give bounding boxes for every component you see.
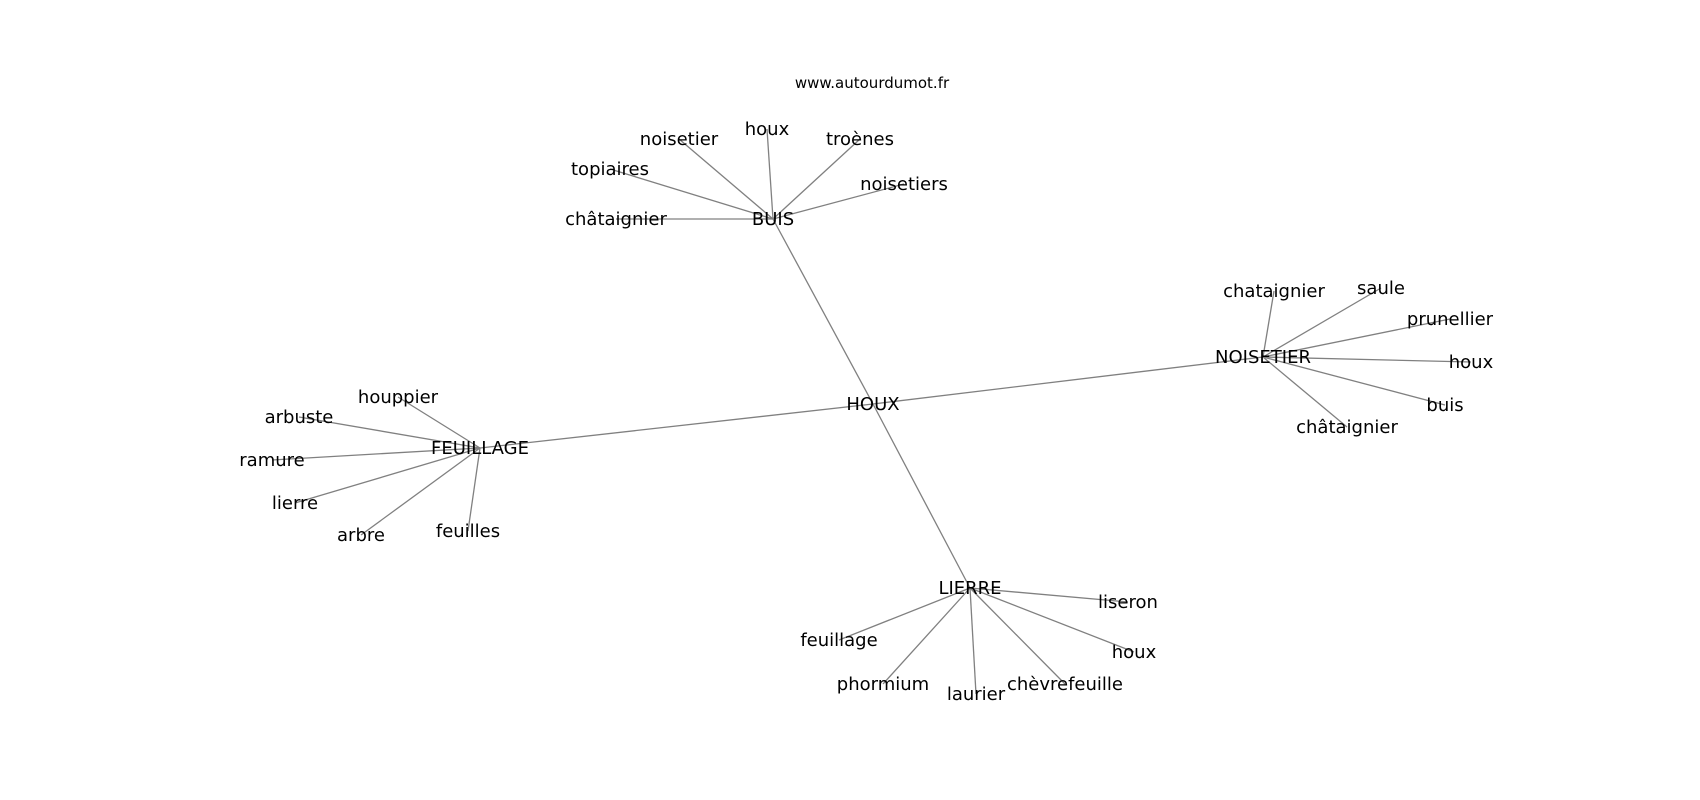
- edge-feuillage-leaf: [467, 447, 481, 532]
- leaf-node-label[interactable]: houppier: [358, 387, 439, 408]
- leaf-node-label[interactable]: noisetiers: [860, 174, 948, 195]
- leaf-node-label[interactable]: arbre: [337, 525, 385, 546]
- edge-buis-leaf: [772, 138, 861, 220]
- edge-center-noisetier: [872, 356, 1264, 405]
- edge-buis-leaf: [766, 128, 774, 220]
- edge-buis-leaf: [772, 183, 905, 220]
- edge-noisetier-leaf: [1262, 356, 1348, 428]
- edge-lierre-leaf: [969, 587, 1129, 603]
- edge-lierre-leaf: [969, 587, 1066, 685]
- edge-lierre-leaf: [969, 587, 977, 695]
- edge-noisetier-leaf: [1262, 287, 1382, 358]
- edge-lierre-leaf: [882, 587, 971, 685]
- edge-center-buis: [772, 218, 874, 405]
- leaf-node-label[interactable]: lierre: [272, 493, 318, 514]
- edge-noisetier-leaf: [1262, 318, 1451, 358]
- leaf-node-label[interactable]: houx: [1449, 352, 1494, 373]
- leaf-node-label[interactable]: châtaignier: [565, 209, 667, 230]
- leaf-node-label[interactable]: feuillage: [800, 630, 877, 651]
- leaf-node-label[interactable]: arbuste: [265, 407, 334, 428]
- leaf-node-label[interactable]: châtaignier: [1296, 417, 1398, 438]
- leaf-node-label[interactable]: troènes: [826, 129, 894, 150]
- edge-feuillage-leaf: [360, 447, 481, 536]
- leaf-node-label[interactable]: laurier: [947, 684, 1006, 705]
- leaf-node-label[interactable]: buis: [1426, 395, 1463, 416]
- edge-feuillage-leaf: [397, 396, 481, 449]
- edge-noisetier-leaf: [1262, 290, 1275, 358]
- edge-feuillage-leaf: [294, 447, 481, 504]
- leaf-node-label[interactable]: feuilles: [436, 521, 500, 542]
- edge-center-lierre: [872, 403, 971, 589]
- leaf-node-label[interactable]: topiaires: [571, 159, 649, 180]
- graph-edges: [271, 128, 1472, 695]
- leaf-node-label[interactable]: saule: [1357, 278, 1405, 299]
- edge-noisetier-leaf: [1262, 356, 1446, 406]
- leaf-node-label[interactable]: chèvrefeuille: [1007, 674, 1123, 695]
- leaf-node-label[interactable]: phormium: [837, 674, 929, 695]
- leaf-node-label[interactable]: prunellier: [1407, 309, 1494, 330]
- leaf-node-label[interactable]: ramure: [239, 450, 304, 471]
- leaf-node-label[interactable]: chataignier: [1223, 281, 1325, 302]
- edge-buis-leaf: [678, 138, 774, 220]
- edge-noisetier-leaf: [1262, 356, 1472, 363]
- site-watermark: www.autourdumot.fr: [795, 74, 950, 92]
- hub-node-label[interactable]: FEUILLAGE: [431, 438, 529, 459]
- leaf-node-label[interactable]: houx: [745, 119, 790, 140]
- hub-node-label[interactable]: LIERRE: [938, 578, 1001, 599]
- hub-node-label[interactable]: NOISETIER: [1215, 347, 1311, 368]
- graph-labels: HOUX BUIS noisetier houx troènes noisetiers to…: [239, 119, 1493, 705]
- leaf-node-label[interactable]: liseron: [1098, 592, 1158, 613]
- edge-center-feuillage: [479, 403, 874, 449]
- leaf-node-label[interactable]: houx: [1112, 642, 1157, 663]
- edge-lierre-leaf: [838, 587, 971, 641]
- hub-node-label[interactable]: BUIS: [752, 209, 794, 230]
- edge-feuillage-leaf: [298, 416, 481, 449]
- edge-buis-leaf: [609, 168, 774, 220]
- edge-lierre-leaf: [969, 587, 1135, 653]
- leaf-node-label[interactable]: noisetier: [640, 129, 719, 150]
- center-node-label[interactable]: HOUX: [846, 394, 899, 415]
- edge-feuillage-leaf: [271, 447, 481, 461]
